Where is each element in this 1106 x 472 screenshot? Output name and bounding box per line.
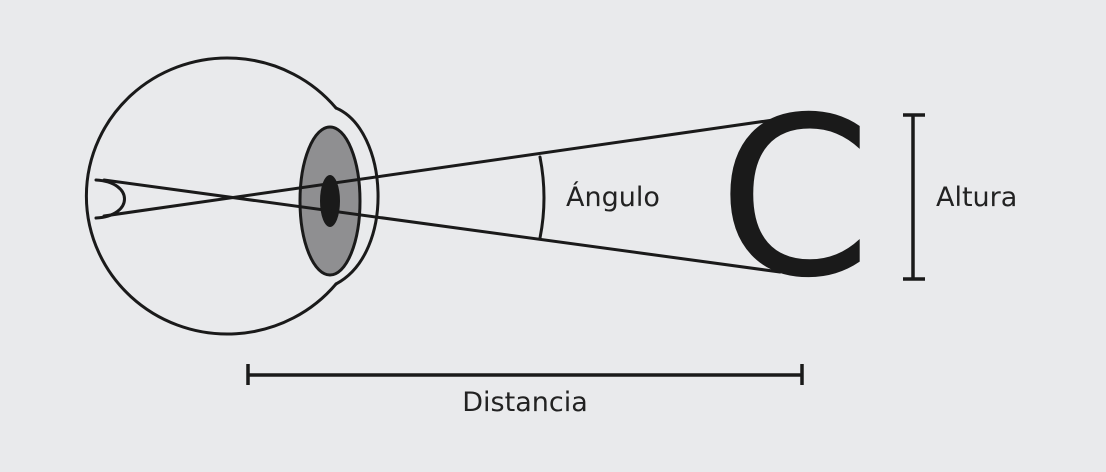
target-letter: C	[718, 70, 872, 326]
light-rays	[102, 117, 782, 274]
eyeball	[84, 56, 380, 336]
angle-arc	[538, 155, 546, 240]
angle-label: Ángulo	[566, 181, 660, 213]
eyeball-outline	[84, 56, 338, 336]
ray-bottom	[102, 178, 782, 274]
height-label: Altura	[936, 182, 1017, 213]
ray-top	[102, 117, 782, 218]
distance-dimension	[246, 364, 804, 385]
distance-label: Distancia	[462, 387, 588, 418]
height-dimension	[903, 113, 925, 281]
pupil	[320, 175, 340, 227]
cornea	[334, 106, 380, 286]
